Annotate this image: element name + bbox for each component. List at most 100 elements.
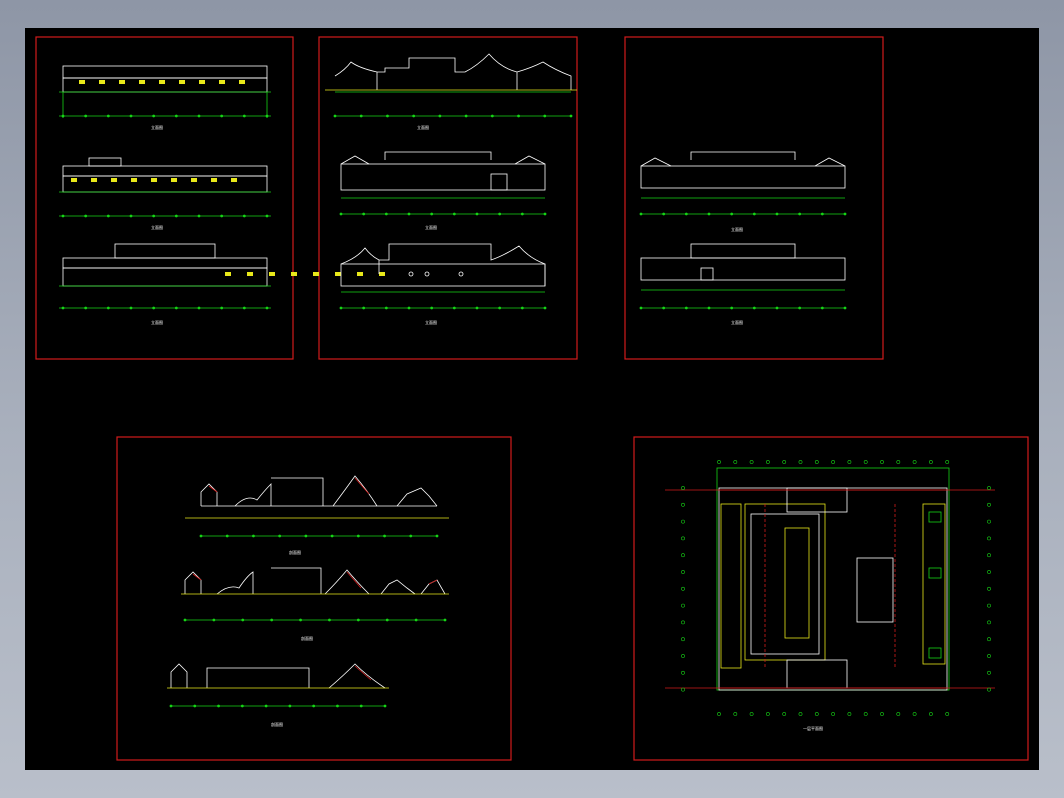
- grid-bubble: [212, 618, 216, 622]
- grid-bubble: [752, 306, 756, 310]
- sheet-frame-1: [35, 36, 294, 360]
- section-4a: [185, 475, 449, 537]
- grid-bubble: [987, 670, 991, 675]
- grid-bubble: [359, 704, 363, 708]
- grid-bubble: [543, 114, 547, 118]
- grid-bubble: [452, 306, 456, 310]
- grid-bubble: [242, 306, 246, 310]
- grid-bubble: [662, 212, 666, 216]
- grid-bubble: [197, 114, 201, 118]
- grid-bubble: [174, 306, 178, 310]
- window-mark: [239, 80, 245, 84]
- window-mark: [99, 80, 105, 84]
- grid-bubble: [987, 486, 991, 490]
- cad-drawing-canvas[interactable]: 立面图 立面图 立面图 立面图: [25, 28, 1039, 770]
- section-4c: [167, 663, 389, 707]
- grid-bubble: [84, 114, 88, 118]
- elevation-2c: [340, 243, 546, 286]
- grid-bubble: [681, 670, 685, 675]
- grid-bubble: [798, 306, 802, 310]
- view-title: 立面图: [417, 124, 429, 130]
- grid-bubble: [766, 712, 770, 716]
- grid-bubble: [681, 553, 685, 558]
- window-mark: [79, 80, 85, 84]
- elevation-1c-windows: [225, 272, 385, 276]
- window-mark: [219, 80, 225, 84]
- grid-bubble: [896, 712, 901, 716]
- grid-bubble: [684, 212, 688, 216]
- grid-bubble: [752, 212, 756, 216]
- sheet-frame-5: [633, 436, 1029, 761]
- grid-bubble: [766, 460, 770, 464]
- grid-bubble: [362, 212, 366, 216]
- grid-bubble: [681, 586, 685, 591]
- grid-bubble: [775, 306, 779, 310]
- grid-bubble: [987, 553, 991, 558]
- grid-bubble: [843, 212, 847, 216]
- sheet-frame-2: [318, 36, 578, 360]
- grid-bubble: [407, 212, 411, 216]
- view-title: 立面图: [151, 224, 163, 230]
- grid-bubble: [847, 712, 852, 716]
- grid-bubble: [328, 618, 331, 622]
- grid-bubble: [896, 460, 901, 464]
- grid-bubble: [681, 486, 685, 490]
- grid-bubble: [270, 618, 274, 622]
- view-title: 立面图: [151, 319, 163, 325]
- grid-bubble: [681, 570, 685, 574]
- grid-bubble: [684, 306, 688, 310]
- window-mark: [313, 272, 319, 276]
- cad-svg: 立面图 立面图 立面图 立面图: [35, 36, 1029, 761]
- grid-bubble: [106, 214, 110, 218]
- elevation-2a-roof: [334, 53, 572, 90]
- grid-bubble: [452, 212, 456, 216]
- grid-bubble: [733, 460, 738, 464]
- grid-bubble: [464, 114, 468, 118]
- grid-bubble: [330, 534, 334, 538]
- elevation-1b: [59, 157, 271, 217]
- window-mark: [151, 178, 157, 182]
- grid-bubble: [220, 114, 224, 118]
- grid-bubble: [384, 212, 388, 216]
- grid-bubble: [987, 502, 991, 507]
- window-mark: [199, 80, 205, 84]
- plan-title: 一层平面图: [803, 725, 823, 731]
- grid-bubble: [265, 214, 269, 218]
- dimension-ticks: [61, 114, 847, 708]
- grid-bubble: [183, 618, 187, 622]
- grid-bubble: [831, 460, 836, 464]
- grid-bubble: [987, 586, 991, 591]
- grid-bubble: [407, 306, 411, 310]
- grid-bubble: [265, 306, 269, 310]
- grid-bubble: [681, 687, 685, 692]
- window-mark: [131, 178, 137, 182]
- grid-bubble: [987, 519, 991, 524]
- window-mark: [91, 178, 97, 182]
- grid-bubble: [383, 534, 386, 538]
- grid-bubble: [543, 212, 547, 216]
- grid-bubble: [193, 704, 197, 708]
- view-title: 剖面图: [271, 721, 283, 727]
- grid-bubble: [197, 306, 201, 310]
- grid-bubble: [197, 214, 201, 218]
- window-mark: [357, 272, 363, 276]
- elevation-1b-windows: [71, 178, 237, 182]
- sheet-3-elevations: 立面图 立面图: [640, 151, 846, 325]
- grid-bubble: [987, 570, 991, 574]
- grid-bubble: [820, 306, 824, 310]
- grid-bubble: [412, 114, 416, 118]
- grid-bubble: [847, 460, 852, 464]
- grid-bubble: [912, 712, 917, 716]
- grid-bubble: [384, 306, 388, 310]
- grid-bubble: [362, 306, 366, 310]
- grid-bubble: [880, 460, 884, 464]
- grid-bubble: [304, 534, 308, 538]
- grid-bubble: [339, 306, 343, 310]
- grid-bubble: [241, 618, 245, 622]
- grid-bubble: [278, 534, 282, 538]
- grid-bubble: [498, 212, 502, 216]
- elevation-2b: [340, 151, 546, 165]
- grid-bubble: [106, 306, 110, 310]
- grid-bubble: [430, 212, 434, 216]
- window-mark: [71, 178, 77, 182]
